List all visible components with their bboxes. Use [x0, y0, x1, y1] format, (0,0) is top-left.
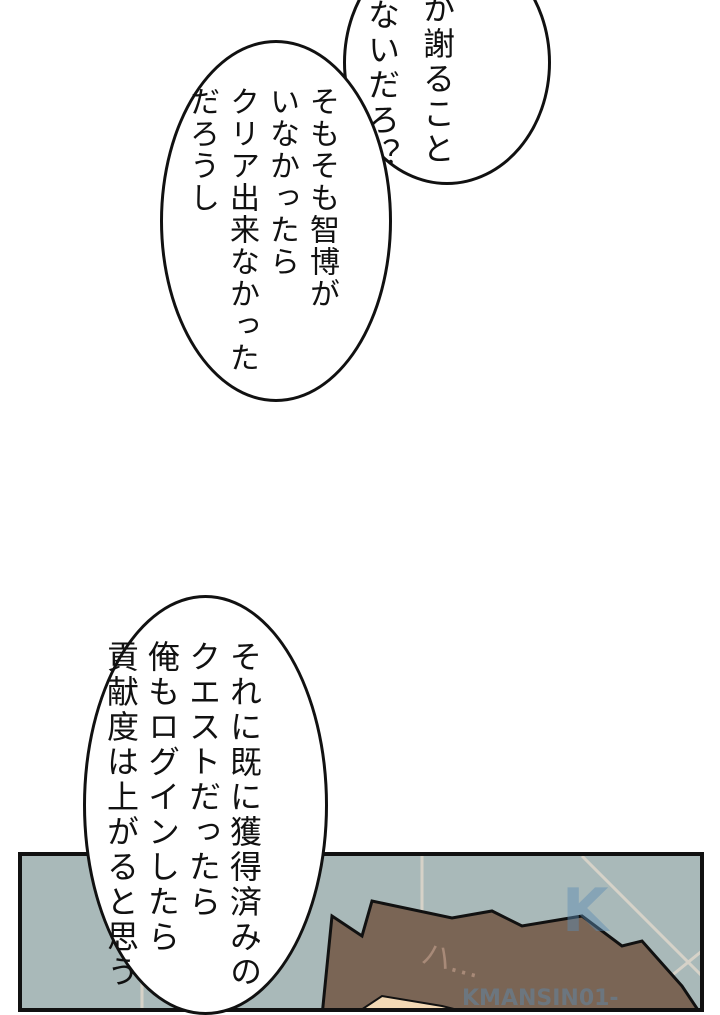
- bubble-line: いなかったら: [264, 86, 299, 278]
- bubble-line: そもそも智博が: [304, 86, 339, 310]
- bubble-line: か謝ること: [418, 0, 456, 167]
- watermark-text: KMANSIN01-99.COM: [462, 986, 619, 1011]
- watermark-logo: K: [562, 876, 609, 946]
- bubble-line: 俺もログインしたら: [143, 640, 181, 955]
- bubble-line: 貢献度は上がると思う: [102, 640, 140, 990]
- speech-bubble-3: [83, 595, 328, 1015]
- bubble-line: ないだろ？: [363, 0, 401, 173]
- speech-bubble-2: [160, 40, 392, 402]
- bubble-line: それに既に獲得済みの: [225, 640, 263, 990]
- bubble-line: だろうし: [184, 86, 219, 214]
- bubble-line: クエストだったら: [184, 640, 222, 920]
- bubble-line: クリア出来なかった: [224, 86, 259, 374]
